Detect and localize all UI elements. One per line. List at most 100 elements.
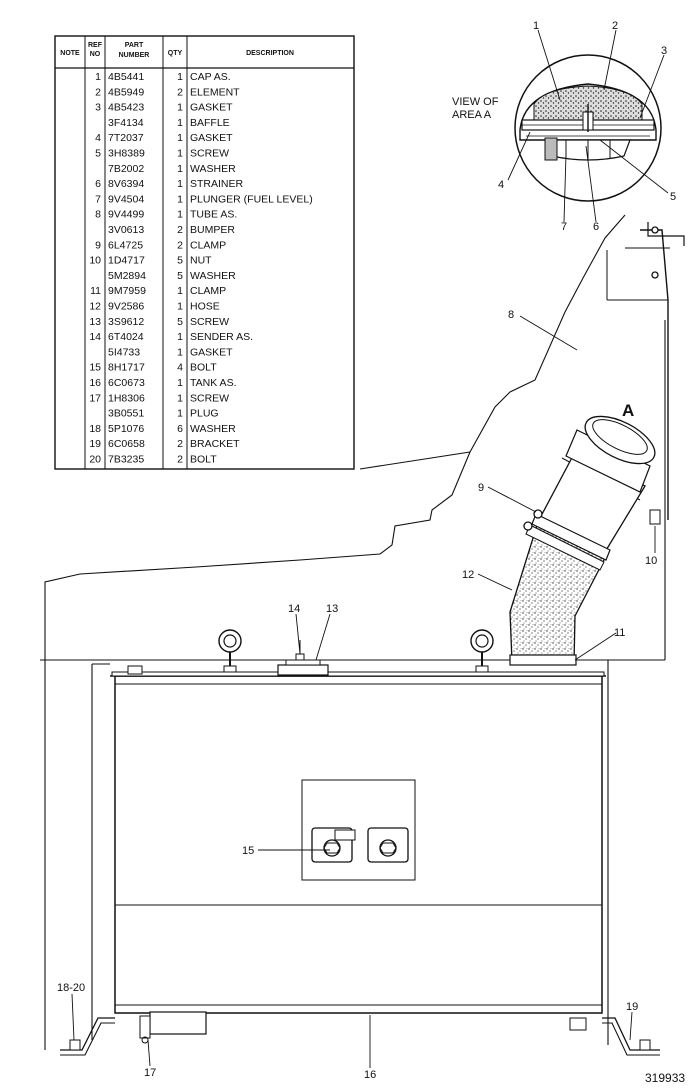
cell-part: 1D4717 — [108, 255, 145, 267]
callout-14: 14 — [288, 603, 300, 615]
cell-desc: SCREW — [190, 392, 229, 404]
callout-1: 1 — [533, 20, 539, 32]
cell-desc: PLUNGER (FUEL LEVEL) — [190, 193, 313, 205]
callout-6: 6 — [593, 221, 599, 233]
cell-desc: GASKET — [190, 132, 233, 144]
cell-part: 5M2894 — [108, 270, 146, 282]
callout-19: 19 — [626, 1001, 638, 1013]
table-row: 3B0551 1 PLUG — [108, 408, 219, 420]
cell-ref: 5 — [95, 148, 101, 160]
header-ref-1: REF — [88, 42, 103, 49]
callout-7: 7 — [561, 221, 567, 233]
callout-13: 13 — [326, 603, 338, 615]
cell-ref: 8 — [95, 209, 101, 221]
cell-part: 3F4134 — [108, 117, 144, 129]
fuel-tank — [60, 629, 660, 1056]
cell-desc: PLUG — [190, 408, 219, 420]
callout-8: 8 — [508, 309, 514, 321]
callout-17: 17 — [144, 1067, 156, 1079]
callout-4: 4 — [498, 179, 504, 191]
cell-ref: 15 — [89, 362, 101, 374]
cell-desc: BUMPER — [190, 224, 235, 236]
cell-qty: 1 — [177, 285, 183, 297]
cell-ref: 10 — [89, 255, 101, 267]
cell-qty: 1 — [177, 377, 183, 389]
cell-part: 4B5423 — [108, 102, 144, 114]
cell-ref: 17 — [89, 392, 101, 404]
cell-qty: 1 — [177, 301, 183, 313]
cell-qty: 1 — [177, 132, 183, 144]
cell-qty: 1 — [177, 408, 183, 420]
cell-part: 4B5949 — [108, 86, 144, 98]
cell-ref: 11 — [90, 285, 101, 297]
cell-desc: GASKET — [190, 102, 233, 114]
cell-qty: 1 — [177, 163, 183, 175]
cell-qty: 2 — [177, 438, 183, 450]
cell-ref: 13 — [89, 316, 101, 328]
cell-desc: HOSE — [190, 301, 220, 313]
cell-desc: WASHER — [190, 423, 236, 435]
table-row: 12 9V2586 1 HOSE — [89, 301, 219, 313]
header-note: NOTE — [60, 50, 80, 57]
cell-part: 8H1717 — [108, 362, 145, 374]
cell-part: 6L4725 — [108, 239, 143, 251]
cell-part: 3H8389 — [108, 148, 145, 160]
cell-qty: 1 — [177, 392, 183, 404]
detail-view-area-a — [507, 29, 669, 223]
header-qty: QTY — [168, 50, 183, 57]
callout-18-20: 18-20 — [57, 982, 85, 994]
cell-part: 5I4733 — [108, 346, 140, 358]
cell-part: 9V2586 — [108, 301, 144, 313]
cell-desc: STRAINER — [190, 178, 244, 190]
cell-qty: 1 — [177, 209, 183, 221]
cell-qty: 1 — [177, 346, 183, 358]
cell-part: 3B0551 — [108, 408, 144, 420]
cell-desc: SCREW — [190, 148, 229, 160]
leader-lines — [71, 315, 656, 1068]
header-part-2: NUMBER — [119, 52, 150, 59]
callout-12: 12 — [462, 569, 474, 581]
header-part-1: PART — [125, 42, 144, 49]
cell-qty: 4 — [177, 362, 183, 374]
cell-part: 1H8306 — [108, 392, 145, 404]
cell-part: 5P1076 — [108, 423, 144, 435]
cell-desc: BRACKET — [190, 438, 240, 450]
callout-3: 3 — [661, 45, 667, 57]
cell-qty: 2 — [177, 239, 183, 251]
cell-desc: WASHER — [190, 270, 236, 282]
cell-ref: 4 — [95, 132, 101, 144]
filler-tube — [509, 222, 685, 666]
cell-part: 6C0673 — [108, 377, 145, 389]
callout-10: 10 — [645, 555, 657, 567]
cell-part: 9M7959 — [108, 285, 146, 297]
cell-qty: 2 — [177, 224, 183, 236]
cell-ref: 1 — [95, 71, 101, 83]
cell-qty: 1 — [177, 331, 183, 343]
area-marker-a: A — [622, 401, 634, 420]
cell-part: 7T2037 — [108, 132, 144, 144]
cell-ref: 19 — [89, 438, 101, 450]
cell-qty: 1 — [177, 71, 183, 83]
cell-ref: 16 — [89, 377, 101, 389]
cell-part: 3V0613 — [108, 224, 144, 236]
callout-5: 5 — [670, 191, 676, 203]
cell-qty: 6 — [177, 423, 183, 435]
table-row: 3V0613 2 BUMPER — [108, 224, 235, 236]
cell-part: 6C0658 — [108, 438, 145, 450]
cell-desc: WASHER — [190, 163, 236, 175]
cell-ref: 12 — [89, 301, 101, 313]
view-label-line2: AREA A — [452, 109, 492, 121]
cell-qty: 2 — [177, 454, 183, 466]
table-row: 17 1H8306 1 SCREW — [89, 392, 229, 404]
